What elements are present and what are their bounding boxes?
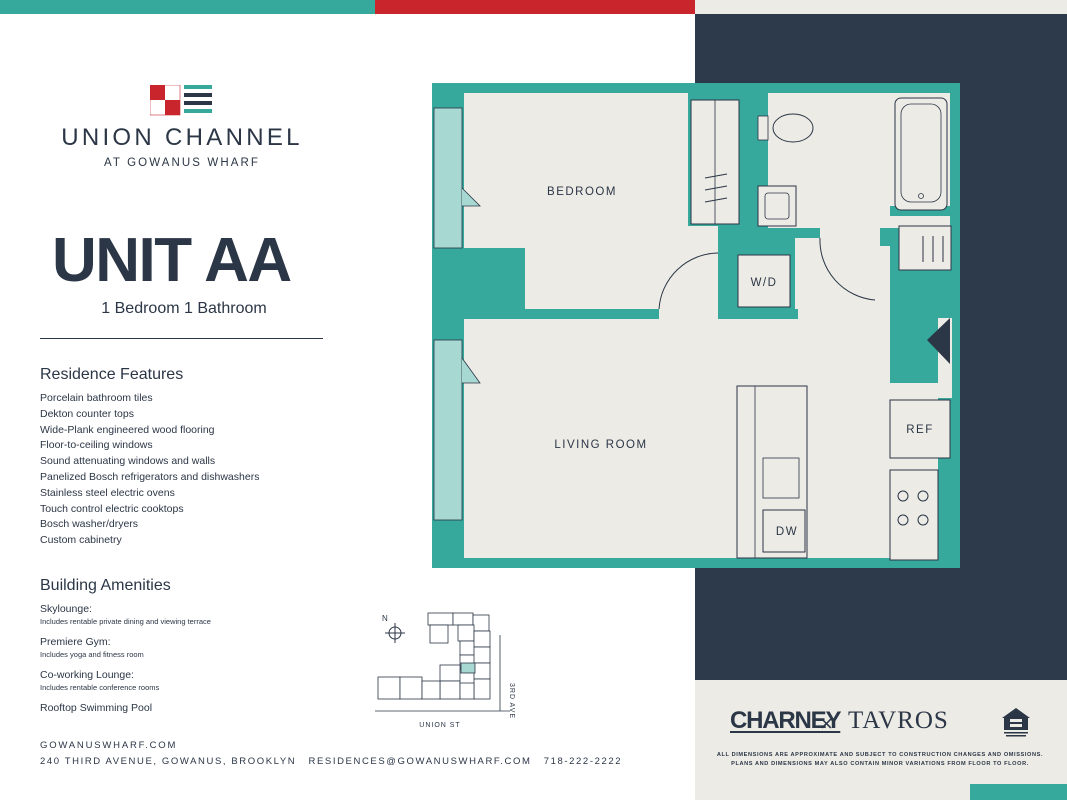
linen-closet — [898, 225, 952, 271]
bathroom-wall — [768, 230, 820, 238]
amenity-item: Co-working Lounge: Includes rentable con… — [40, 668, 211, 693]
partition-wall — [718, 309, 798, 319]
feature-item: Panelized Bosch refrigerators and dishwa… — [40, 470, 260, 483]
site-plan: N UNION ST 3RD AVE — [375, 612, 515, 729]
entry-arrow-icon — [927, 318, 950, 364]
amenity-description: Includes rentable conference rooms — [40, 683, 160, 692]
brand-title: UNION CHANNEL — [61, 124, 303, 151]
cooktop — [889, 469, 939, 561]
bathroom-door — [819, 237, 876, 301]
unit-title: UNIT AA — [52, 226, 292, 295]
amenity-description: Includes rentable private dining and vie… — [40, 617, 211, 626]
amenity-name: Skylounge: — [40, 603, 92, 615]
bedroom-door — [658, 252, 719, 310]
amenities-list: Skylounge: Includes rentable private din… — [40, 602, 211, 723]
kitchen-sink — [762, 457, 800, 499]
disclaimer-line: ALL DIMENSIONS ARE APPROXIMATE AND SUBJE… — [716, 752, 1044, 758]
footer-teal-bar — [970, 784, 1067, 800]
washer-dryer — [737, 254, 791, 308]
union-street-label: UNION ST — [419, 722, 460, 729]
charney-logo: CHARNEY — [730, 707, 841, 734]
address-text: 240 THIRD AVENUE, GOWANUS, BROOKLYN — [40, 756, 297, 767]
union-channel-logo-icon — [150, 85, 212, 116]
contact-line: 240 THIRD AVENUE, GOWANUS, BROOKLYN RESI… — [40, 756, 630, 767]
top-bar-red — [375, 0, 695, 14]
phone-link[interactable]: 718-222-2222 — [543, 756, 623, 767]
partition-wall — [464, 309, 659, 319]
unit-location-marker — [460, 662, 476, 674]
bedroom-window — [433, 107, 463, 249]
bathroom-sink — [757, 185, 797, 227]
feature-item: Porcelain bathroom tiles — [40, 392, 153, 404]
amenities-heading: Building Amenities — [40, 577, 171, 594]
bathroom-wall — [758, 93, 768, 230]
features-heading: Residence Features — [40, 366, 184, 383]
toilet — [757, 115, 769, 141]
feature-item: Stainless steel electric ovens — [40, 486, 175, 499]
amenity-description: Includes yoga and fitness room — [40, 650, 144, 659]
north-label: N — [382, 614, 388, 623]
amenity-name: Rooftop Swimming Pool — [40, 702, 153, 714]
tavros-logo: TAVROS — [848, 707, 949, 734]
dishwasher-label: DW — [776, 526, 798, 538]
brand-subtitle: AT GOWANUS WHARF — [103, 157, 261, 169]
amenity-item: Skylounge: Includes rentable private din… — [40, 602, 211, 627]
feature-item: Custom cabinetry — [40, 534, 122, 547]
living-bedroom-floor — [464, 93, 952, 558]
refrigerator — [889, 399, 951, 459]
dishwasher — [762, 509, 806, 553]
building-footprint — [377, 612, 491, 700]
unit-floor-plan: W/D DW REF BEDROOM LIVING ROOM — [432, 83, 960, 568]
section-divider — [40, 338, 323, 339]
feature-item: Bosch washer/dryers — [40, 518, 139, 531]
compass-icon: N — [382, 614, 405, 643]
unit-subtitle: 1 Bedroom 1 Bathroom — [101, 300, 267, 317]
disclaimer-line: PLANS AND DIMENSIONS MAY ALSO CONTAIN MI… — [731, 760, 1029, 767]
equal-housing-icon — [1002, 708, 1030, 737]
amenity-item: Rooftop Swimming Pool — [40, 701, 211, 715]
bedroom-label: BEDROOM — [547, 186, 617, 198]
disclaimer: ALL DIMENSIONS ARE APPROXIMATE AND SUBJE… — [706, 751, 1054, 768]
top-bar-grey — [695, 0, 1067, 14]
refrigerator-label: REF — [906, 424, 934, 436]
bathtub — [894, 97, 948, 211]
feature-item: Wide-Plank engineered wood flooring — [40, 423, 215, 436]
feature-item: Dekton counter tops — [40, 407, 134, 420]
third-avenue-label: 3RD AVE — [508, 683, 515, 719]
top-bar-teal — [0, 0, 375, 14]
bathroom-wall — [890, 206, 950, 216]
partner-footer-panel — [695, 680, 1067, 800]
partner-separator: × — [820, 711, 833, 736]
living-room-label: LIVING ROOM — [554, 439, 647, 451]
amenity-item: Premiere Gym: Includes yoga and fitness … — [40, 635, 211, 660]
email-link[interactable]: RESIDENCES@GOWANUSWHARF.COM — [308, 756, 532, 767]
features-list: Porcelain bathroom tiles Dekton counter … — [40, 391, 259, 549]
website-link[interactable]: GOWANUSWHARF.COM — [40, 740, 178, 751]
amenity-name: Premiere Gym: — [40, 636, 111, 648]
amenity-name: Co-working Lounge: — [40, 669, 134, 681]
feature-item: Touch control electric cooktops — [40, 502, 184, 515]
feature-item: Sound attenuating windows and walls — [40, 455, 216, 468]
living-window — [433, 339, 463, 521]
washer-dryer-label: W/D — [751, 277, 778, 289]
feature-item: Floor-to-ceiling windows — [40, 439, 153, 452]
